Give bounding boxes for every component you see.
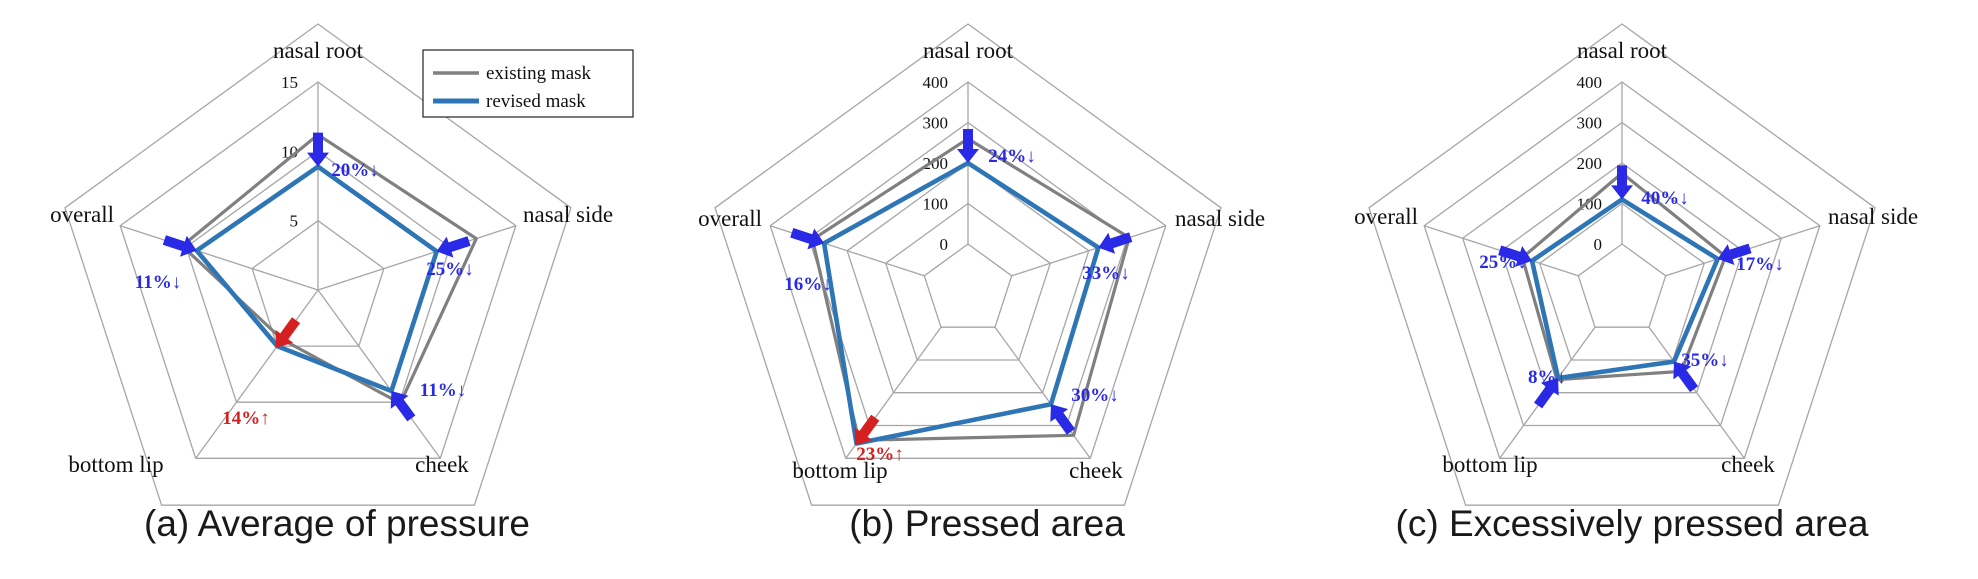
tick-label: 300: [1577, 114, 1603, 133]
grid-ring: [1538, 202, 1706, 361]
series-existing: [810, 137, 1131, 442]
change-label: 11%↓: [135, 272, 181, 293]
change-arrow: [1534, 378, 1559, 409]
axis-label: nasal root: [923, 38, 1014, 63]
axis-label: bottom lip: [1442, 452, 1537, 477]
series-existing: [1520, 171, 1728, 382]
tick-label: 200: [1577, 154, 1603, 173]
change-label: 40%↓: [1641, 188, 1689, 209]
axis-spoke: [1011, 225, 1167, 277]
series-revised: [821, 160, 1101, 446]
change-label: 16%↓: [784, 274, 832, 295]
tick-label: 400: [1577, 73, 1603, 92]
tick-label: 15: [281, 73, 298, 92]
change-arrow: [390, 391, 416, 422]
axis-label: cheek: [1721, 452, 1775, 477]
change-label: 11%↓: [420, 380, 466, 401]
change-label: 25%↓: [1479, 252, 1527, 273]
change-label: 24%↓: [988, 146, 1036, 167]
outer-frame: [714, 23, 1222, 506]
grid-ring: [884, 202, 1052, 361]
axis-label: nasal root: [1577, 38, 1668, 63]
tick-label: 200: [923, 154, 949, 173]
tick-label: 5: [290, 212, 299, 231]
grid-ring: [251, 219, 385, 347]
grid-ring: [185, 150, 451, 403]
axis-label: nasal side: [1175, 206, 1265, 231]
change-arrow: [1673, 361, 1699, 393]
change-label: 35%↓: [1681, 350, 1729, 371]
tick-label: 100: [1577, 195, 1603, 214]
outer-frame: [1368, 23, 1876, 506]
legend: existing mask revised mask: [422, 49, 634, 118]
caption-c: (c) Excessively pressed area: [1395, 503, 1869, 544]
change-arrow: [1498, 245, 1532, 267]
axis-label: nasal root: [273, 38, 364, 63]
change-arrow: [957, 129, 979, 163]
tick-label: 400: [923, 73, 949, 92]
axis-spoke: [317, 225, 517, 291]
series-revised: [1529, 197, 1720, 381]
grid-ring: [1577, 243, 1667, 328]
change-label: 23%↑: [856, 444, 904, 465]
axis-label: overall: [698, 206, 762, 231]
change-arrow: [1050, 404, 1075, 435]
change-arrow: [1611, 165, 1633, 200]
legend-label: revised mask: [486, 91, 586, 112]
change-arrow: [1717, 243, 1752, 265]
axis-spoke: [317, 289, 441, 459]
legend-box: [422, 49, 634, 118]
axis-label: overall: [50, 202, 114, 227]
axis-label: nasal side: [1828, 204, 1918, 229]
grid-ring: [923, 243, 1013, 328]
tick-label: 0: [1594, 235, 1603, 254]
change-arrow: [275, 317, 301, 348]
axis-label: bottom lip: [68, 452, 163, 477]
grid-ring: [1461, 121, 1783, 427]
axis-label: cheek: [1069, 458, 1123, 483]
legend-label: existing mask: [486, 63, 592, 84]
axis-label: bottom lip: [792, 458, 887, 483]
axis-label: overall: [1354, 204, 1418, 229]
tick-label: 0: [940, 235, 949, 254]
change-label: 8%↓: [1528, 367, 1566, 388]
change-arrow: [790, 228, 825, 250]
grid-ring: [846, 162, 1090, 394]
radar-chart-2: 0 100 200 300 400 40%↓ 17%↓ 35%↓ 8%↓ 25%↓ nasal ro…: [1354, 23, 1918, 506]
change-label: 33%↓: [1082, 263, 1130, 284]
radar-chart-1: 0 100 200 300 400 24%↓ 33%↓ 30%↓ 23%↑ 16%↓ nasal r…: [698, 23, 1265, 506]
tick-label: 300: [923, 114, 949, 133]
change-label: 14%↑: [222, 408, 270, 429]
outer-frame: [64, 23, 572, 506]
change-arrow: [162, 235, 197, 257]
change-label: 25%↓: [426, 259, 474, 280]
change-label: 20%↓: [331, 160, 379, 181]
change-arrow: [436, 236, 471, 258]
change-arrow: [854, 414, 880, 446]
caption-b: (b) Pressed area: [849, 503, 1125, 544]
axis-spoke: [119, 225, 319, 291]
axis-spoke: [195, 289, 319, 459]
change-label: 17%↓: [1736, 254, 1784, 275]
change-arrow: [307, 132, 329, 167]
tick-label: 100: [923, 195, 949, 214]
series-revised: [194, 164, 440, 394]
grid-ring: [119, 81, 517, 459]
axis-spoke: [1648, 326, 1745, 459]
grid-ring: [769, 81, 1167, 459]
axis-label: nasal side: [523, 202, 613, 227]
grid-ring: [1500, 162, 1744, 394]
change-label: 30%↓: [1071, 385, 1119, 406]
change-arrow: [1098, 232, 1133, 254]
grid-ring: [1423, 81, 1821, 459]
caption-a: (a) Average of pressure: [144, 503, 530, 544]
axis-label: cheek: [415, 452, 469, 477]
